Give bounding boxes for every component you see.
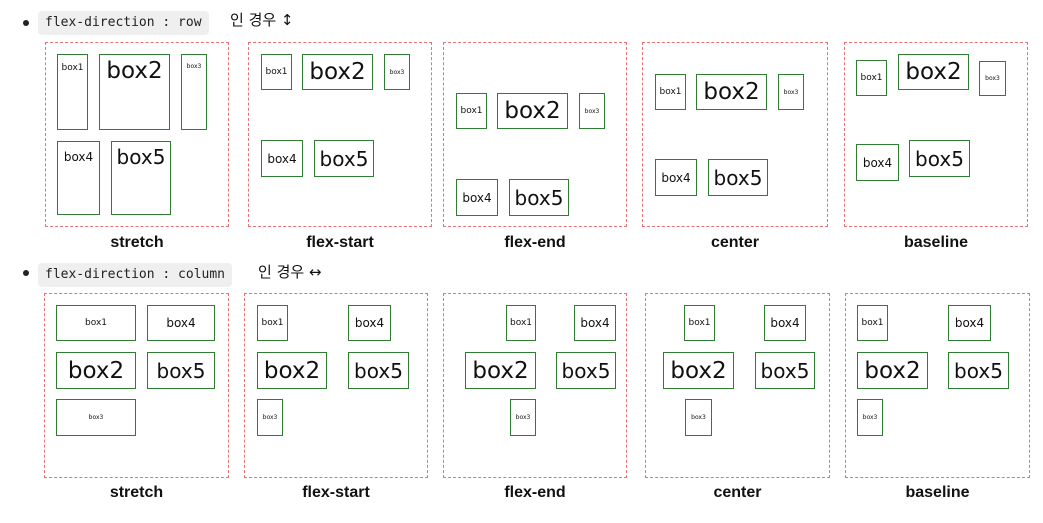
caption-column-flex-end: flex-end [504,484,566,501]
box-3: box3 [778,74,804,110]
box-5: box5 [111,141,171,215]
box-1: box1 [856,60,887,96]
panel-row-flex-start: box1 box2 box3 box4 box5 [248,42,432,227]
code-flex-direction-row: flex-direction : row [38,11,209,35]
box-4: box4 [764,305,806,341]
panel-row-flex-end: box1 box2 box3 box4 box5 [443,42,627,227]
box-4: box4 [261,140,303,177]
box-1: box1 [57,54,88,130]
box-1: box1 [456,93,487,129]
box-1: box1 [655,74,686,110]
box-3: box3 [384,54,410,90]
caption-row-baseline: baseline [903,234,969,251]
box-5: box5 [147,352,215,389]
bullet-row [23,20,29,26]
caption-row-center: center [710,234,760,251]
box-5: box5 [348,352,409,389]
box-5: box5 [509,179,569,216]
box-3: box3 [181,54,207,130]
box-2: box2 [56,352,136,389]
caption-row-stretch: stretch [110,234,164,251]
box-5: box5 [909,140,970,177]
box-4: box4 [948,305,991,341]
box-4: box4 [147,305,215,341]
caption-column-center: center [713,484,762,501]
box-3: box3 [579,93,605,129]
box-2: box2 [99,54,170,130]
box-5: box5 [314,140,374,177]
bullet-column [23,270,29,276]
box-2: box2 [302,54,373,90]
box-3: box3 [979,61,1006,96]
box-3: box3 [56,399,136,436]
caption-row-flex-end: flex-end [504,234,566,251]
box-3: box3 [257,399,283,436]
caption-column-baseline: baseline [905,484,970,501]
box-5: box5 [708,159,768,196]
row-suffix: 인 경우 ↕ [230,11,294,29]
panel-row-baseline: box1 box2 box3 box4 box5 [844,42,1028,227]
box-5: box5 [556,352,616,389]
caption-row-flex-start: flex-start [306,234,374,251]
box-3: box3 [510,399,536,436]
box-1: box1 [56,305,136,341]
box-4: box4 [57,141,100,215]
box-2: box2 [663,352,734,389]
box-1: box1 [257,305,288,341]
caption-column-stretch: stretch [109,484,164,501]
box-2: box2 [465,352,536,389]
box-2: box2 [898,54,969,90]
box-4: box4 [456,179,498,216]
box-1: box1 [506,305,536,341]
box-5: box5 [948,352,1009,389]
panel-row-stretch: box1 box2 box3 box4 box5 [45,42,229,227]
panel-row-center: box1 box2 box3 box4 box5 [642,42,828,227]
panel-column-flex-end: box1 box2 box3 box4 box5 [443,293,627,478]
code-flex-direction-column: flex-direction : column [38,263,233,287]
box-2: box2 [696,74,767,110]
box-2: box2 [857,352,928,389]
box-4: box4 [348,305,391,341]
box-3: box3 [857,399,883,436]
box-2: box2 [497,93,568,129]
box-3: box3 [685,399,712,436]
panel-column-flex-start: box1 box2 box3 box4 box5 [244,293,428,478]
box-5: box5 [755,352,815,389]
panel-column-center: box1 box2 box3 box4 box5 [645,293,830,478]
caption-column-flex-start: flex-start [302,484,370,501]
box-4: box4 [574,305,616,341]
column-suffix: 인 경우 ↔ [258,263,322,281]
box-1: box1 [261,54,292,90]
box-4: box4 [856,144,899,181]
box-1: box1 [857,305,888,341]
panel-column-baseline: box1 box2 box3 box4 box5 [845,293,1030,478]
box-2: box2 [257,352,327,389]
panel-column-stretch: box1 box2 box3 box4 box5 [44,293,229,478]
box-4: box4 [655,159,697,196]
box-1: box1 [684,305,715,341]
